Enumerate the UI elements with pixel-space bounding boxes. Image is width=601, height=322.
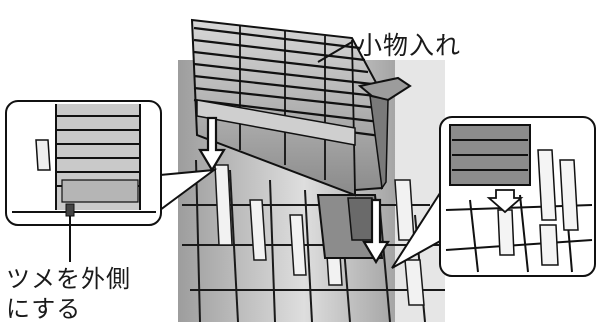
rack-wire	[195, 159, 201, 322]
right-detail-callout	[391, 116, 596, 277]
detail-tine	[539, 224, 559, 266]
rack-wire	[229, 169, 239, 322]
basket-handle-post	[369, 95, 389, 191]
rack-wire	[269, 179, 276, 322]
rack-wire	[304, 189, 313, 322]
rack-tine	[214, 164, 233, 246]
small-items-basket	[190, 18, 412, 197]
detail-tine	[559, 159, 579, 231]
right-detail-tines	[497, 149, 579, 266]
rack-tine	[289, 214, 307, 276]
arrow-down-left	[198, 116, 226, 173]
basket-slat	[193, 38, 366, 62]
left-detail-mesh	[61, 179, 139, 203]
basket-slat	[193, 50, 369, 74]
basket-slat	[193, 86, 379, 110]
claw-marker	[65, 203, 75, 217]
detail-tine	[537, 149, 557, 221]
detail-rack-wire	[445, 239, 593, 251]
claw-label-line2: にする	[6, 295, 82, 322]
basket-bottom	[196, 99, 356, 146]
detail-rack-wire	[469, 199, 479, 273]
basket-leader-line	[317, 41, 353, 63]
rack-tine	[249, 199, 267, 261]
basket-slat	[193, 62, 373, 86]
detail-tine	[497, 209, 515, 256]
left-detail-tine	[35, 139, 51, 171]
left-detail-callout	[5, 100, 218, 262]
basket-dividers	[239, 25, 356, 193]
basket-divider	[351, 39, 356, 193]
basket-label: 小物入れ	[357, 31, 462, 60]
basket-slat	[193, 98, 381, 124]
rack-tine	[404, 259, 425, 306]
basket-slat	[193, 26, 361, 50]
basket-handle	[357, 76, 412, 102]
right-detail-slats	[452, 139, 528, 171]
rack-wire	[379, 209, 391, 322]
insert-arrows	[198, 116, 390, 265]
claw-label-line1: ツメを外側	[6, 265, 131, 293]
detail-rack-wire	[519, 194, 529, 273]
rack-tine	[394, 179, 415, 241]
right-detail-arrow	[486, 189, 524, 214]
arrow-down-right	[362, 198, 390, 265]
